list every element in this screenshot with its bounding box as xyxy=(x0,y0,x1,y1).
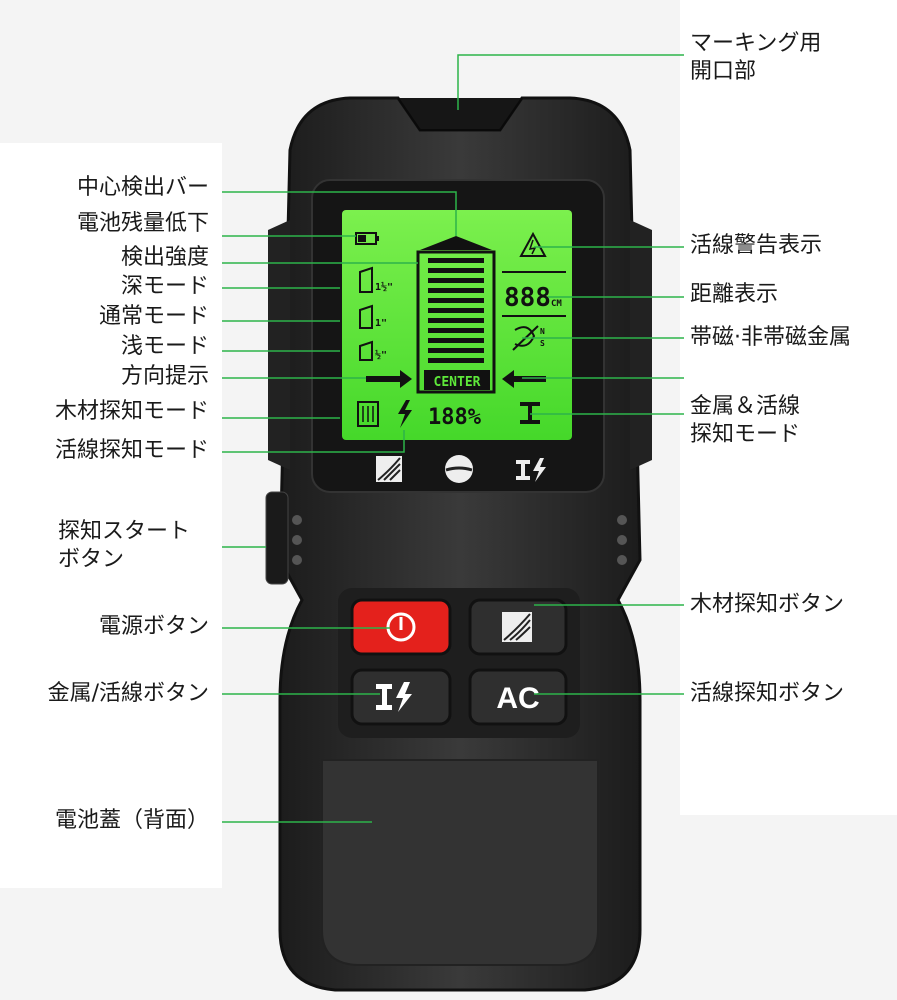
label-battery-low: 電池残量低下 xyxy=(76,211,209,236)
right-label-panel xyxy=(680,0,897,815)
left-label-panel xyxy=(0,143,222,888)
label-distance: 距離表示 xyxy=(690,282,779,307)
north-label: N xyxy=(540,327,545,336)
ac-button[interactable] xyxy=(468,668,568,726)
percent-readout: 188% xyxy=(428,405,482,430)
metal-ac-mode-icon xyxy=(520,402,540,424)
scan-start-button-shape xyxy=(265,491,289,585)
distance-unit: CM xyxy=(551,299,562,309)
shallow-mode-icon xyxy=(359,340,373,361)
right-direction-arrow xyxy=(502,370,546,388)
left-grip xyxy=(268,220,290,470)
lcd-content xyxy=(355,231,566,428)
label-magnetic: 帯磁·非帯磁金属 xyxy=(690,325,851,350)
label-shallow-mode: 浅モード xyxy=(120,334,209,359)
power-indicator-icon xyxy=(445,455,473,483)
label-marking-notch: マーキング用 開口部 xyxy=(690,31,822,84)
label-metal-ac-mode: 金属＆活線 探知モード xyxy=(690,394,801,447)
distance-readout: 888 xyxy=(504,283,551,313)
left-direction-arrow xyxy=(366,370,412,388)
label-live-warning: 活線警告表示 xyxy=(690,233,823,258)
marking-notch-shape xyxy=(397,97,523,131)
label-power-button: 電源ボタン xyxy=(98,614,209,639)
label-wood-button: 木材探知ボタン xyxy=(690,592,845,617)
ac-button-label: AC xyxy=(496,682,539,715)
strength-bars xyxy=(428,258,484,363)
label-deep-mode: 深モード xyxy=(120,274,209,299)
lcd-screen xyxy=(342,210,572,440)
ac-mode-icon xyxy=(398,400,412,428)
shallow-mode-value: ½" xyxy=(375,349,387,361)
label-battery-cover: 電池蓋（背面） xyxy=(54,808,209,833)
label-scan-start: 探知スタート ボタン xyxy=(58,519,191,572)
center-arrow xyxy=(420,236,492,250)
label-center-bar: 中心検出バー xyxy=(76,175,209,200)
label-wood-mode: 木材探知モード xyxy=(54,399,209,424)
label-metal-ac-button: 金属/活線ボタン xyxy=(47,681,209,706)
south-label: S xyxy=(540,339,545,348)
battery-cover-shape xyxy=(321,759,599,966)
label-direction: 方向提示 xyxy=(120,364,209,389)
center-label: CENTER xyxy=(434,375,481,390)
deep-mode-value: 1½" xyxy=(375,281,393,293)
center-label-box xyxy=(424,370,490,390)
live-warning-icon xyxy=(519,231,547,257)
label-normal-mode: 通常モード xyxy=(98,304,209,329)
deep-mode-icon xyxy=(359,266,373,293)
strength-bar-frame xyxy=(416,250,496,394)
wood-indicator-icon xyxy=(376,456,402,482)
right-grip xyxy=(630,220,652,470)
wood-mode-icon xyxy=(357,401,379,427)
label-signal-strength: 検出強度 xyxy=(120,245,209,270)
label-ac-button: 活線探知ボタン xyxy=(690,681,845,706)
metal-indicator-icon xyxy=(516,458,546,482)
leader-lines xyxy=(222,54,684,823)
normal-mode-value: 1" xyxy=(375,318,387,329)
normal-mode-icon xyxy=(359,304,373,329)
label-ac-mode: 活線探知モード xyxy=(54,438,209,463)
